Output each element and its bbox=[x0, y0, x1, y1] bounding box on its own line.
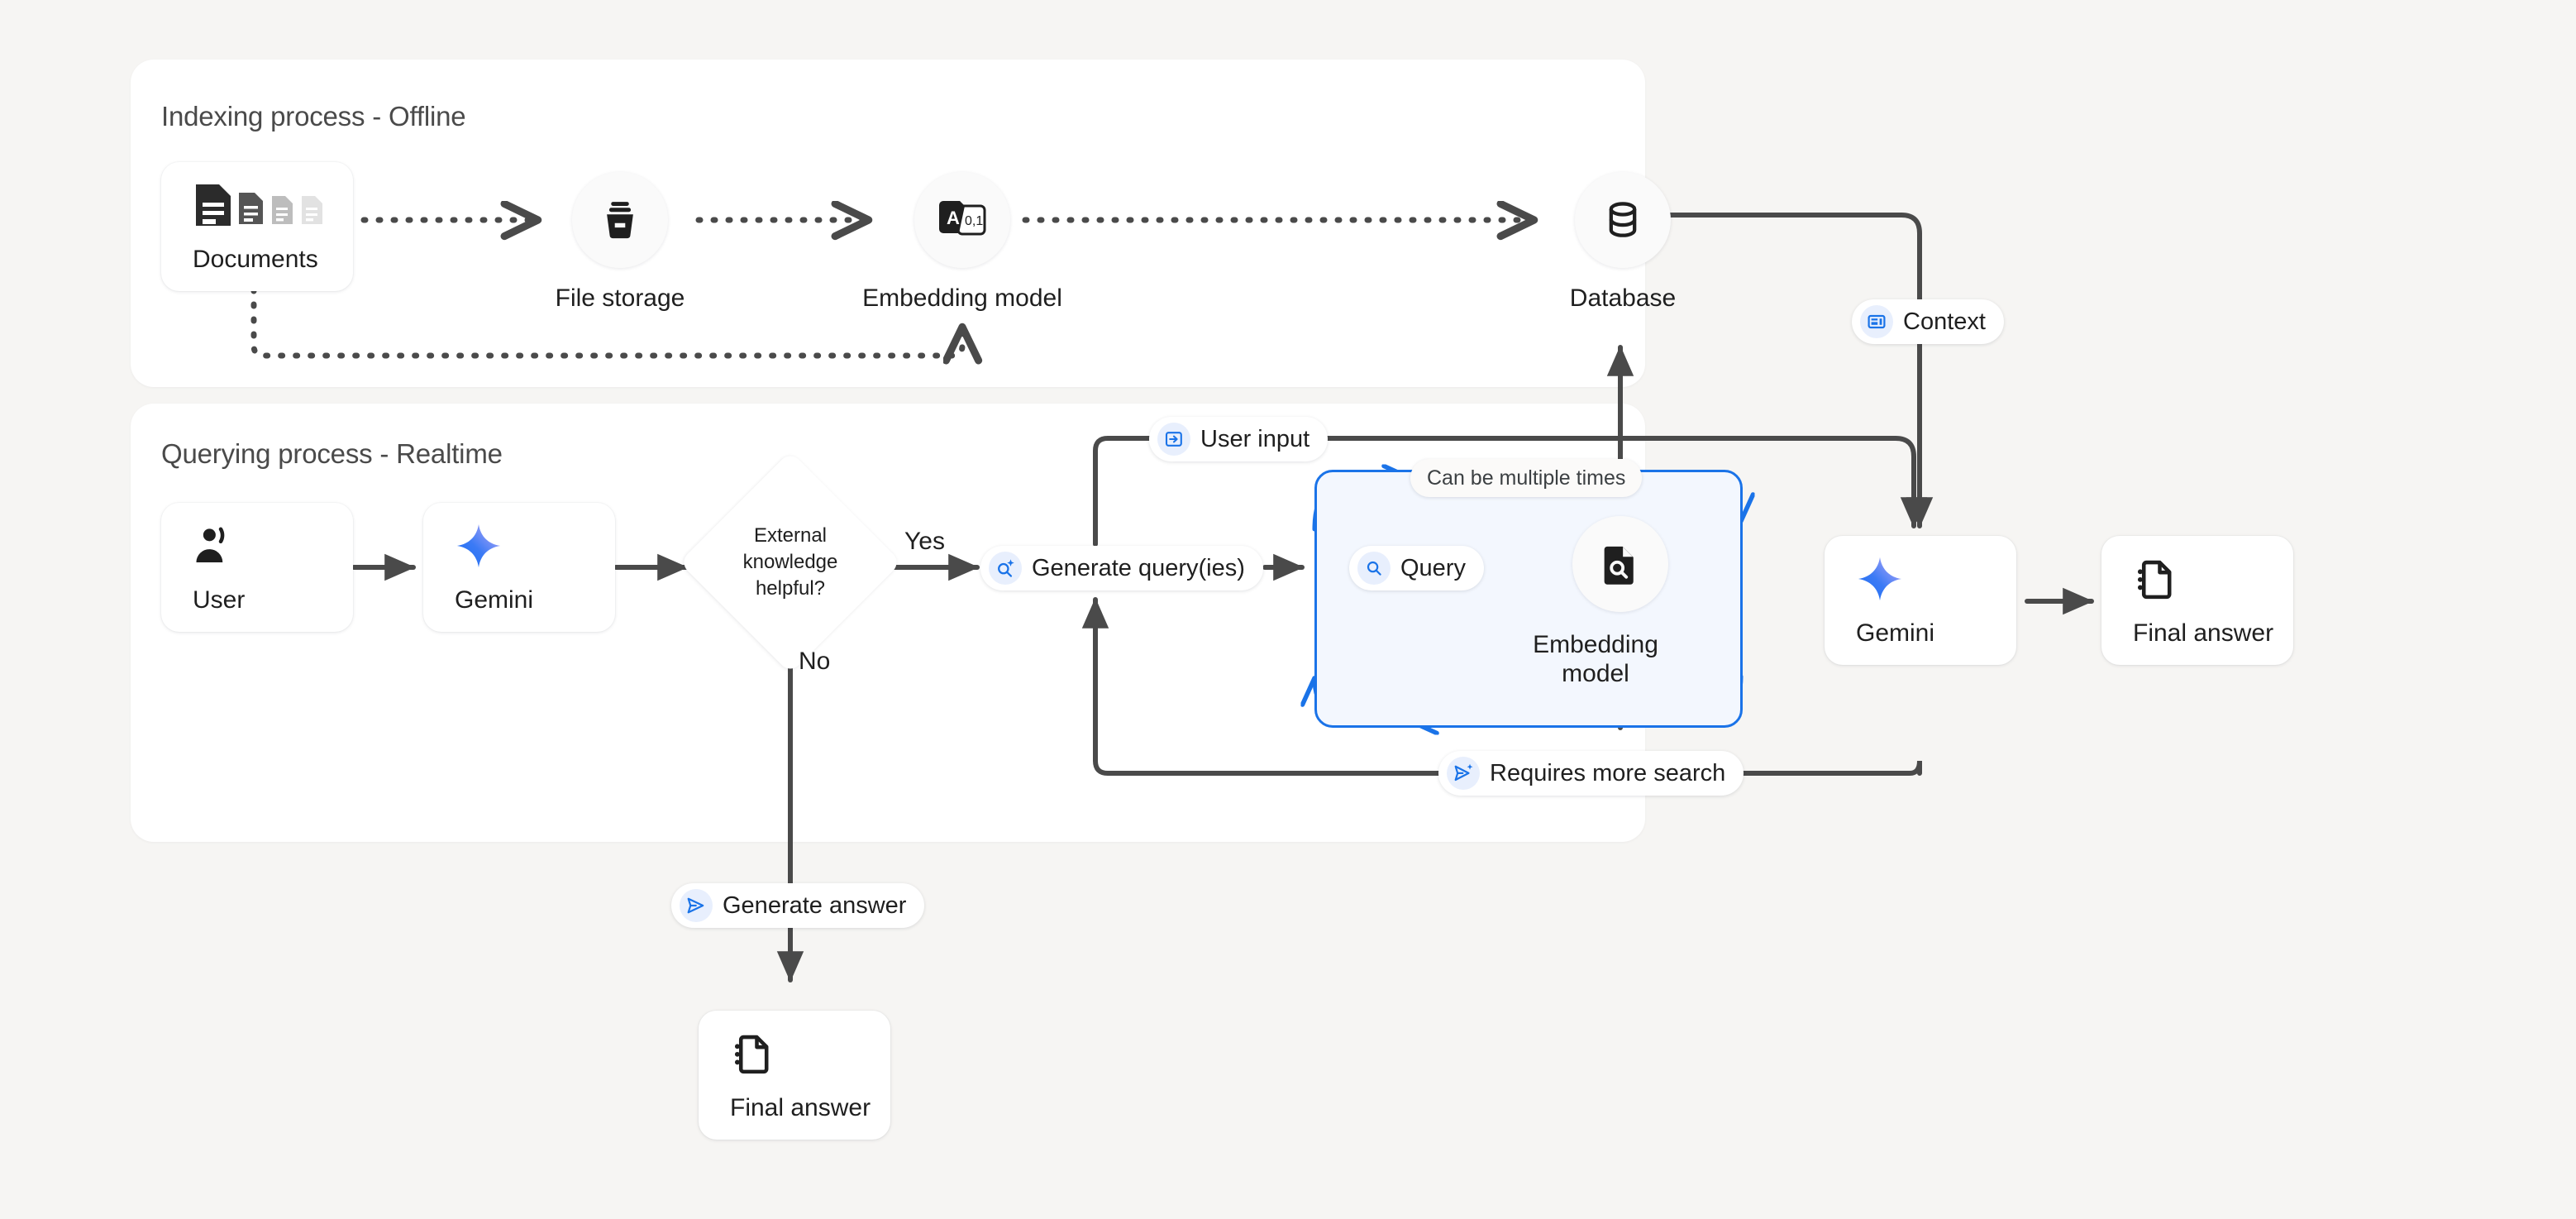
node-embedding-model-index[interactable]: 0,1 A bbox=[914, 172, 1010, 268]
user-icon bbox=[193, 520, 353, 571]
gemini-sparkle-icon bbox=[1856, 553, 2016, 605]
search-icon bbox=[1357, 552, 1391, 585]
pill-context-label: Context bbox=[1903, 308, 1986, 335]
node-user[interactable]: User bbox=[161, 503, 353, 632]
embedding-model-line-2: model bbox=[1562, 660, 1629, 688]
pill-user-input[interactable]: User input bbox=[1149, 417, 1329, 461]
node-final-answer-right[interactable]: Final answer bbox=[2101, 536, 2293, 665]
panel-title-querying: Querying process - Realtime bbox=[161, 438, 503, 469]
node-embedding-model-query-label: Embedding model bbox=[1517, 630, 1674, 689]
loop-note-label: Can be multiple times bbox=[1427, 466, 1626, 490]
context-article-icon bbox=[1860, 305, 1893, 338]
edge-label-yes: Yes bbox=[904, 528, 945, 555]
node-decision-text: External knowledge helpful? bbox=[712, 484, 869, 641]
pill-generate-queries-label: Generate query(ies) bbox=[1032, 554, 1245, 581]
decision-line-2: knowledge bbox=[742, 551, 838, 574]
decision-line-1: External bbox=[753, 524, 828, 547]
pill-requires-more-search-label: Requires more search bbox=[1490, 759, 1726, 786]
answer-doc-icon bbox=[730, 1028, 890, 1079]
panel-title-indexing: Indexing process - Offline bbox=[161, 101, 466, 131]
svg-text:0,1: 0,1 bbox=[965, 214, 983, 228]
node-documents-label: Documents bbox=[193, 246, 318, 273]
node-final-answer-bottom[interactable]: Final answer bbox=[699, 1011, 890, 1140]
node-database[interactable] bbox=[1575, 172, 1671, 268]
pill-generate-queries[interactable]: Generate query(ies) bbox=[980, 546, 1263, 590]
document-search-icon bbox=[1604, 546, 1634, 585]
node-gemini-label: Gemini bbox=[455, 586, 534, 614]
pill-user-input-label: User input bbox=[1200, 425, 1310, 452]
node-file-storage[interactable] bbox=[572, 172, 668, 268]
pill-query[interactable]: Query bbox=[1349, 546, 1484, 590]
database-icon bbox=[1609, 202, 1637, 237]
pill-generate-answer[interactable]: Generate answer bbox=[671, 883, 925, 928]
node-gemini-final-label: Gemini bbox=[1856, 619, 1935, 647]
pill-can-be-multiple-times: Can be multiple times bbox=[1410, 459, 1643, 497]
login-icon bbox=[1157, 423, 1190, 456]
node-database-label: Database bbox=[1569, 284, 1677, 312]
node-user-label: User bbox=[193, 586, 246, 614]
loop-container-retrieval bbox=[1314, 470, 1743, 728]
search-sparkle-icon bbox=[989, 552, 1022, 585]
pill-context[interactable]: Context bbox=[1852, 299, 2004, 344]
documents-icon bbox=[193, 179, 353, 231]
send-sparkle-icon bbox=[1447, 757, 1480, 790]
embedding-model-icon: 0,1 A bbox=[939, 201, 986, 236]
answer-doc-icon bbox=[2133, 553, 2293, 605]
node-embedding-model-index-label: Embedding model bbox=[862, 284, 1062, 312]
node-file-storage-label: File storage bbox=[555, 284, 685, 312]
decision-line-3: helpful? bbox=[755, 576, 826, 600]
embedding-model-line-1: Embedding bbox=[1533, 631, 1658, 658]
pill-query-label: Query bbox=[1400, 554, 1466, 581]
file-storage-icon bbox=[607, 202, 633, 239]
node-gemini[interactable]: Gemini bbox=[423, 503, 615, 632]
node-gemini-final[interactable]: Gemini bbox=[1825, 536, 2016, 665]
pill-generate-answer-label: Generate answer bbox=[723, 892, 907, 919]
pill-requires-more-search[interactable]: Requires more search bbox=[1438, 751, 1744, 796]
edge-label-no: No bbox=[799, 648, 831, 675]
node-embedding-model-query[interactable] bbox=[1572, 516, 1668, 612]
gemini-sparkle-icon bbox=[455, 520, 615, 571]
node-final-answer-bottom-label: Final answer bbox=[730, 1094, 871, 1121]
node-final-answer-right-label: Final answer bbox=[2133, 619, 2274, 647]
svg-text:A: A bbox=[947, 208, 960, 228]
node-documents[interactable]: Documents bbox=[161, 162, 353, 291]
send-icon bbox=[680, 889, 713, 922]
